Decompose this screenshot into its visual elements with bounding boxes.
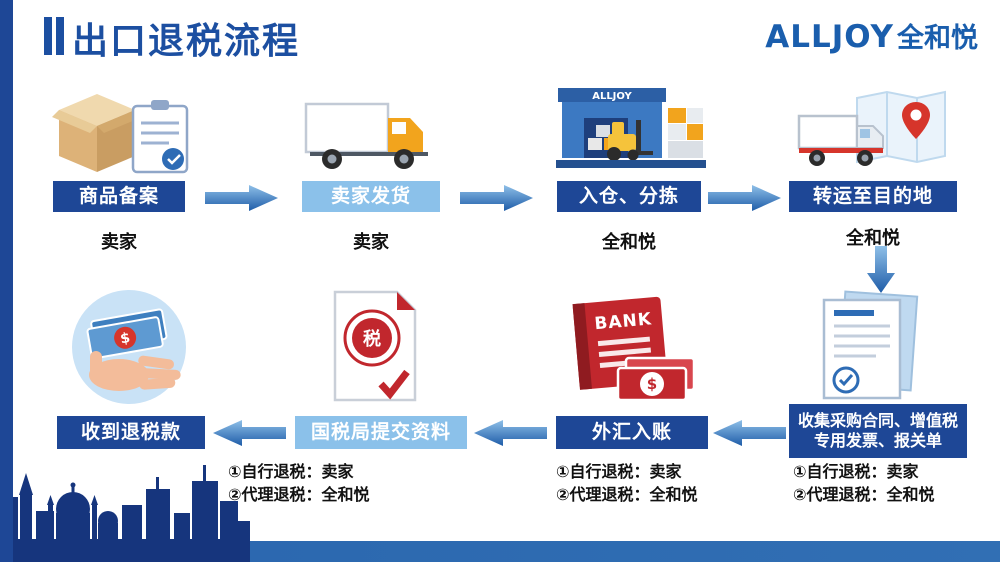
tax-seal: 税 <box>343 309 401 367</box>
arrow-right-icon <box>708 184 782 212</box>
note-line: ①自行退税：卖家 <box>228 462 354 481</box>
note-line: ②代理退税：全和悦 <box>556 485 698 504</box>
step8-label: 收到退税款 <box>57 416 205 449</box>
warehouse-sign: ALLJOY <box>592 91 632 102</box>
step6-label: 外汇入账 <box>556 416 708 449</box>
bank-label: BANK <box>594 309 653 334</box>
brand-name-en: ALLJOY <box>765 19 894 55</box>
note-line: ①自行退税：卖家 <box>793 462 919 481</box>
arrow-left-icon <box>212 419 286 447</box>
page-title: 出口退税流程 <box>72 21 301 62</box>
city-skyline <box>0 465 250 562</box>
cash-bills: $ <box>616 356 696 402</box>
arrow-right-icon <box>205 184 279 212</box>
left-edge-bar <box>0 0 13 562</box>
note-line: ①自行退税：卖家 <box>556 462 682 481</box>
carton-box <box>52 94 142 172</box>
step4-label: 转运至目的地 <box>789 181 957 212</box>
forklift <box>607 120 653 161</box>
tax-document-icon: 税 <box>333 290 417 402</box>
step3-actor: 全和悦 <box>602 232 656 253</box>
front-page <box>822 298 902 400</box>
skyline-silhouette <box>0 465 250 562</box>
step3-label: 入仓、分拣 <box>557 181 701 212</box>
receive-refund-icon: $ <box>72 290 186 404</box>
step1-label: 商品备案 <box>53 181 185 212</box>
title-accent-bar-1 <box>44 17 52 55</box>
dollar-sign: $ <box>647 375 657 393</box>
brand-name-cn: 全和悦 <box>897 23 978 54</box>
dollar-sign: $ <box>119 330 131 347</box>
arrow-down-icon <box>866 246 896 294</box>
step1-actor: 卖家 <box>101 232 137 253</box>
warehouse-base <box>556 160 706 168</box>
bottom-bar <box>0 541 1000 562</box>
goods-registration-icon <box>52 94 189 174</box>
stacked-boxes <box>668 108 703 158</box>
step6-notes: ①自行退税：卖家 ②代理退税：全和悦 <box>556 460 698 506</box>
step7-label: 国税局提交资料 <box>295 416 467 449</box>
brand-logo: ALLJOY 全和悦 <box>765 16 978 55</box>
step2-label: 卖家发货 <box>302 181 440 212</box>
arrow-left-icon <box>712 419 786 447</box>
money-bills: $ <box>86 308 168 360</box>
title-accent-bar-2 <box>56 17 64 55</box>
note-line: ②代理退税：全和悦 <box>228 485 370 504</box>
location-pin-icon <box>902 102 930 139</box>
transport-destination-icon <box>797 90 946 166</box>
bank-income-icon: BANK $ <box>572 296 696 402</box>
arrow-right-icon <box>460 184 534 212</box>
delivery-truck-icon <box>304 102 428 169</box>
step5-notes: ①自行退税：卖家 ②代理退税：全和悦 <box>793 460 935 506</box>
arrow-left-icon <box>473 419 547 447</box>
open-hand <box>89 351 181 391</box>
folded-corner <box>397 292 415 310</box>
step2-actor: 卖家 <box>353 232 389 253</box>
clipboard <box>131 100 189 174</box>
step7-notes: ①自行退税：卖家 ②代理退税：全和悦 <box>228 460 370 506</box>
warehouse-icon: ALLJOY <box>556 88 706 168</box>
red-checkmark-icon <box>378 369 410 400</box>
documents-collection-icon <box>822 290 919 400</box>
tax-seal-character: 税 <box>363 328 381 350</box>
truck <box>304 102 428 169</box>
small-truck <box>797 114 884 166</box>
step5-label: 收集采购合同、增值税专用发票、报关单 <box>789 404 967 458</box>
step4-actor: 全和悦 <box>846 228 900 249</box>
note-line: ②代理退税：全和悦 <box>793 485 935 504</box>
